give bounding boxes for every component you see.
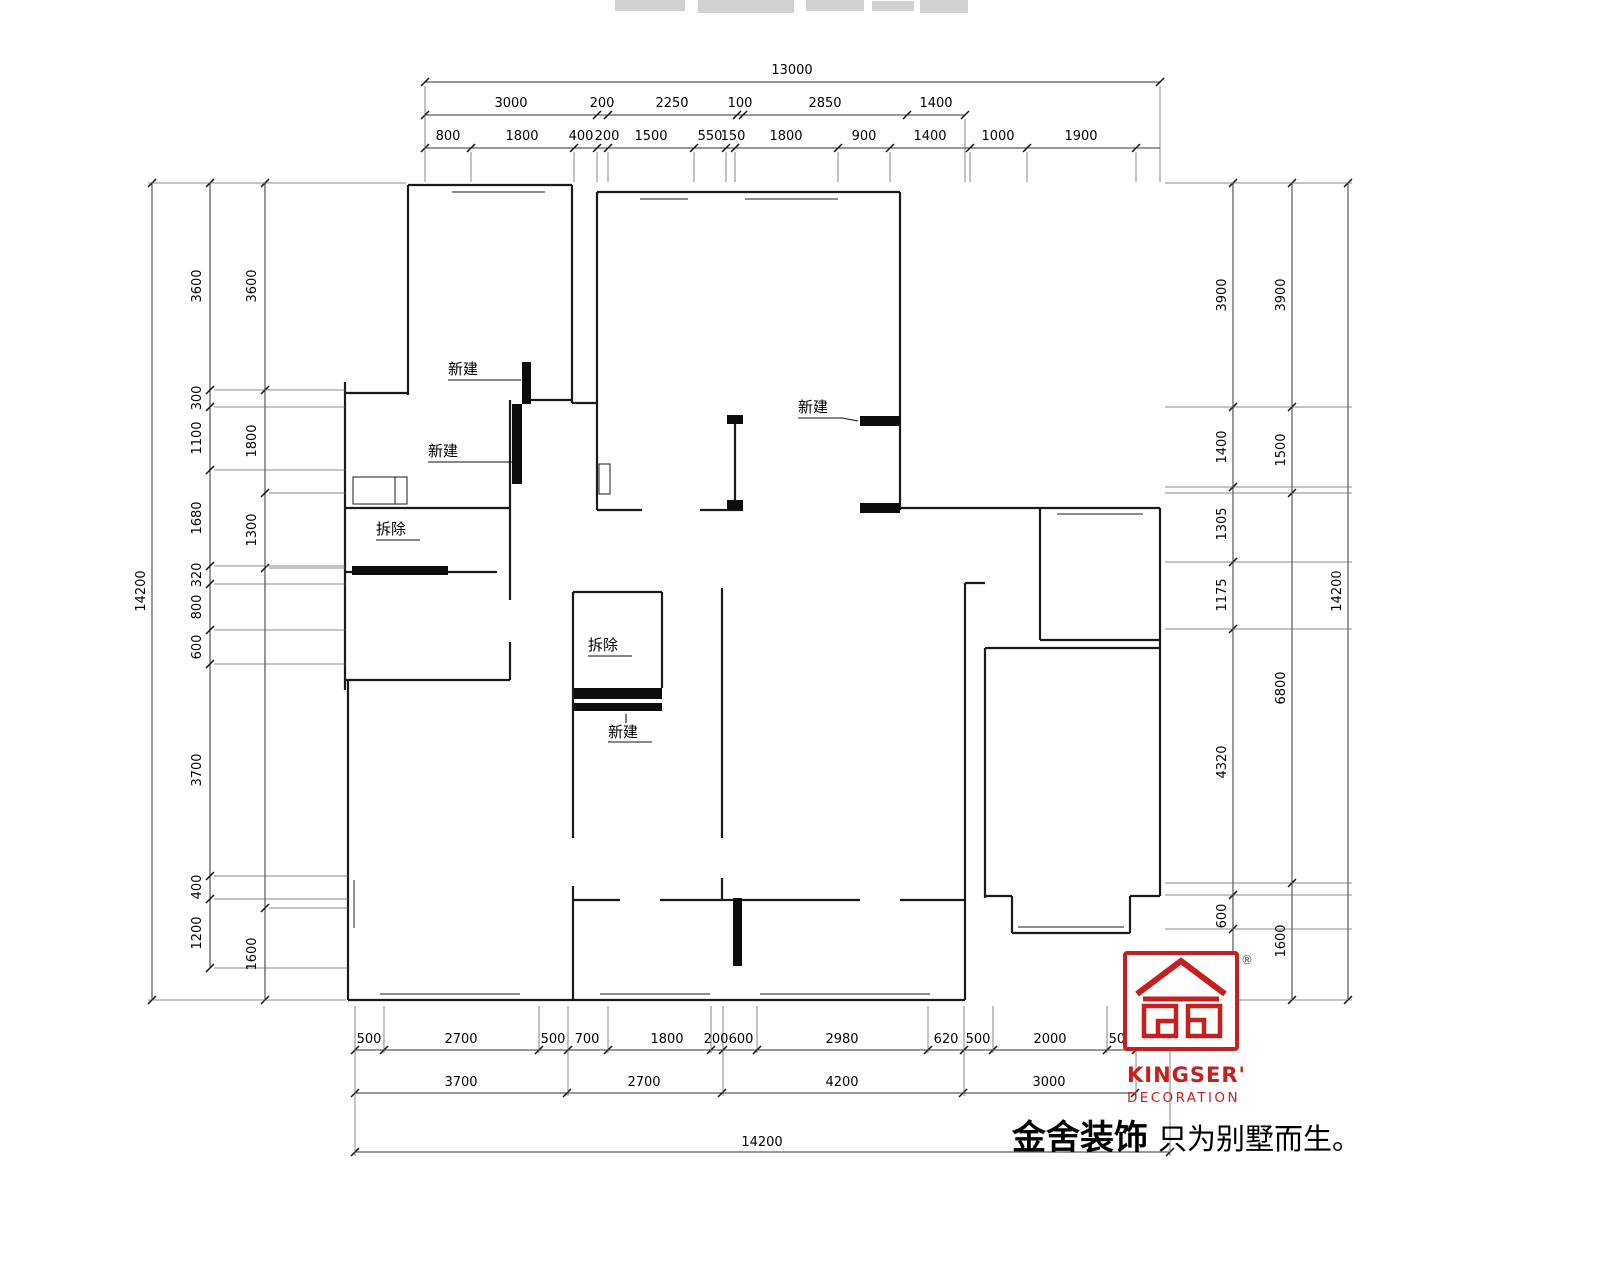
- dim-label: 3000: [494, 96, 527, 111]
- dim-label: 1400: [1215, 430, 1230, 463]
- dim-label: 150: [721, 129, 746, 144]
- watermark-fragment: [920, 0, 968, 13]
- windows: [353, 191, 1143, 995]
- annotation-new-build: 新建: [798, 398, 828, 416]
- dim-label: 620: [934, 1032, 959, 1047]
- dim-label: 550: [698, 129, 723, 144]
- dim-label: 3600: [245, 269, 260, 302]
- watermark-fragment: [615, 0, 685, 11]
- annotation-new-build: 新建: [428, 442, 458, 460]
- fixtures: [352, 463, 611, 505]
- dim-label: 500: [357, 1032, 382, 1047]
- dim-label: 1800: [650, 1032, 683, 1047]
- watermark-fragment: [698, 0, 794, 13]
- walls: [343, 183, 1162, 1002]
- dim-label: 1600: [1274, 924, 1289, 957]
- dim-label: 3000: [1032, 1075, 1065, 1090]
- dim-label: 1400: [913, 129, 946, 144]
- right-dimensions: 3900 1400 1305 1175 4320 600 3900 1500 6…: [1215, 278, 1345, 957]
- logo-left-glyph-detail-icon: [1155, 1018, 1176, 1036]
- dim-label: 400: [569, 129, 594, 144]
- slogan-primary: 金舍装饰: [1011, 1118, 1148, 1158]
- dim-label: 1900: [1064, 129, 1097, 144]
- dim-label-total-bottom: 14200: [741, 1135, 782, 1150]
- dim-label: 3900: [1274, 278, 1289, 311]
- plan-annotations: 新建 新建 拆除 拆除 新建 新建: [376, 360, 828, 741]
- extension-lines: [148, 86, 1352, 1156]
- floor-plan: 新建 新建 拆除 拆除 新建 新建: [343, 183, 1162, 1002]
- dim-label: 1800: [769, 129, 802, 144]
- dim-label: 3700: [190, 753, 205, 786]
- dim-label: 400: [190, 875, 205, 900]
- dim-label-total-top: 13000: [771, 63, 812, 78]
- top-watermark: [615, 0, 968, 13]
- dim-label: 2980: [825, 1032, 858, 1047]
- dim-label: 600: [1215, 904, 1230, 929]
- dimension-lines: [151, 81, 1349, 1153]
- dim-label: 200: [704, 1032, 729, 1047]
- dim-label: 500: [966, 1032, 991, 1047]
- annotation-demolish: 拆除: [376, 520, 406, 538]
- annotation-new-build: 新建: [608, 723, 638, 741]
- dim-label: 200: [595, 129, 620, 144]
- dim-label: 1400: [919, 96, 952, 111]
- dim-label: 1200: [190, 916, 205, 949]
- left-dimensions: 14200 3600 300 1100 1680 320 800 600 370…: [134, 269, 260, 970]
- annotation-new-build: 新建: [448, 360, 478, 378]
- dim-label: 3700: [444, 1075, 477, 1090]
- dim-label: 600: [729, 1032, 754, 1047]
- logo-wordmark: KINGSER': [1127, 1063, 1246, 1087]
- logo-subtitle: DECORATION: [1127, 1090, 1240, 1106]
- watermark-fragment: [872, 1, 914, 11]
- brand-logo: ® KINGSER' DECORATION: [1123, 951, 1253, 1106]
- registered-mark: ®: [1241, 953, 1253, 967]
- dim-label: 1800: [505, 129, 538, 144]
- annotation-leaders: [376, 379, 859, 743]
- brand-slogan: 金舍装饰 只为别墅而生。: [1011, 1118, 1361, 1158]
- dim-label: 4200: [825, 1075, 858, 1090]
- dim-label: 6800: [1274, 671, 1289, 704]
- dim-label: 200: [590, 96, 615, 111]
- dim-label: 4320: [1215, 745, 1230, 778]
- dim-label: 2850: [808, 96, 841, 111]
- dim-label: 1680: [190, 501, 205, 534]
- dim-label: 500: [541, 1032, 566, 1047]
- dim-label: 1600: [245, 937, 260, 970]
- dim-label: 1175: [1215, 578, 1230, 611]
- dim-label: 3900: [1215, 278, 1230, 311]
- dim-label: 1100: [190, 421, 205, 454]
- dim-label: 1000: [981, 129, 1014, 144]
- dim-label-total-left: 14200: [134, 570, 149, 611]
- dim-label: 1305: [1215, 507, 1230, 540]
- top-dimensions: 13000 3000 200 2250 100 2850 1400 800 18…: [436, 63, 1098, 144]
- dim-label-total-right: 14200: [1330, 570, 1345, 611]
- dim-label: 2700: [627, 1075, 660, 1090]
- dim-label: 600: [190, 635, 205, 660]
- dim-label: 300: [190, 386, 205, 411]
- dim-label: 700: [575, 1032, 600, 1047]
- logo-right-glyph-detail-icon: [1188, 1017, 1207, 1036]
- annotation-demolish: 拆除: [588, 636, 618, 654]
- dim-label: 320: [190, 563, 205, 588]
- dim-label: 2250: [655, 96, 688, 111]
- logo-roof-icon: [1135, 957, 1227, 997]
- slogan-secondary: 只为别墅而生。: [1158, 1122, 1361, 1156]
- watermark-fragment: [806, 0, 864, 11]
- dim-label: 1500: [634, 129, 667, 144]
- dim-label: 1300: [245, 513, 260, 546]
- dim-label: 800: [190, 595, 205, 620]
- dim-label: 3600: [190, 269, 205, 302]
- dim-label: 1800: [245, 424, 260, 457]
- dim-label: 100: [728, 96, 753, 111]
- dim-label: 1500: [1274, 433, 1289, 466]
- dim-label: 2700: [444, 1032, 477, 1047]
- dim-label: 2000: [1033, 1032, 1066, 1047]
- bottom-dimensions: 500 2700 500 700 1800 200 600 2980 620 5…: [357, 1032, 1134, 1150]
- dim-label: 900: [852, 129, 877, 144]
- dim-label: 800: [436, 129, 461, 144]
